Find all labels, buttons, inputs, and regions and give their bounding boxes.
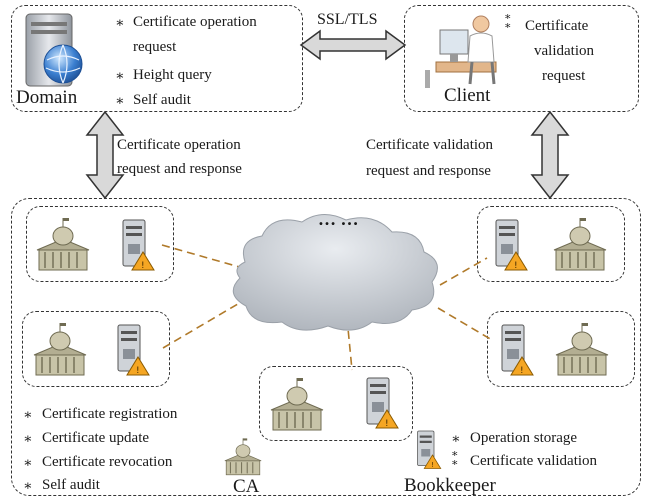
bullet-star: ∗: [23, 479, 33, 494]
ca-item-3: Certificate revocation: [42, 454, 173, 470]
bullet-star: ∗: [115, 16, 125, 31]
domain-bullet-1: Certificate operation: [133, 14, 257, 30]
bullet-star: ∗∗: [504, 11, 512, 32]
node-box: [477, 206, 625, 282]
bullet-star: ∗: [23, 408, 33, 423]
bookkeeper-item-2: Certificate validation: [470, 453, 598, 469]
ca-item-4: Self audit: [42, 477, 100, 493]
client-box: [404, 5, 639, 112]
bullet-star: ∗: [23, 456, 33, 471]
bookkeeper-item-1: Operation storage: [470, 430, 578, 446]
bookkeeper-label: Bookkeeper: [404, 475, 496, 496]
bullet-star: ∗: [115, 69, 125, 84]
node-box: [487, 311, 635, 387]
protocol-label: SSL/TLS: [317, 11, 378, 28]
ssl-arrow: [299, 29, 407, 61]
right-link-line2: request and response: [366, 163, 491, 179]
network-box: [11, 198, 641, 496]
client-bullet-2: validation: [534, 43, 594, 59]
bullet-star: ∗: [451, 432, 461, 447]
client-bullet-1: Certificate: [525, 18, 589, 34]
left-link-line2: request and response: [117, 161, 242, 177]
left-link-line1: Certificate operation: [117, 137, 241, 153]
client-bullet-3: request: [542, 68, 586, 84]
network-ellipsis: … …: [318, 209, 359, 229]
ca-item-2: Certificate update: [42, 430, 150, 446]
client-label: Client: [444, 85, 491, 106]
right-vertical-arrow: [530, 110, 570, 200]
ca-label: CA: [233, 476, 260, 497]
ca-item-1: Certificate registration: [42, 406, 178, 422]
bullet-star: ∗: [23, 432, 33, 447]
left-vertical-arrow: [85, 110, 125, 200]
node-box: [22, 311, 170, 387]
domain-bullet-2: Height query: [133, 67, 212, 83]
domain-bullet-3: Self audit: [133, 92, 191, 108]
node-box: [259, 366, 413, 441]
domain-label: Domain: [16, 87, 78, 108]
bullet-star: ∗: [115, 94, 125, 109]
node-box: [26, 206, 174, 282]
domain-bullet-1-cont: request: [133, 39, 177, 55]
right-link-line1: Certificate validation: [366, 137, 494, 153]
bullet-star: ∗∗: [451, 448, 459, 469]
